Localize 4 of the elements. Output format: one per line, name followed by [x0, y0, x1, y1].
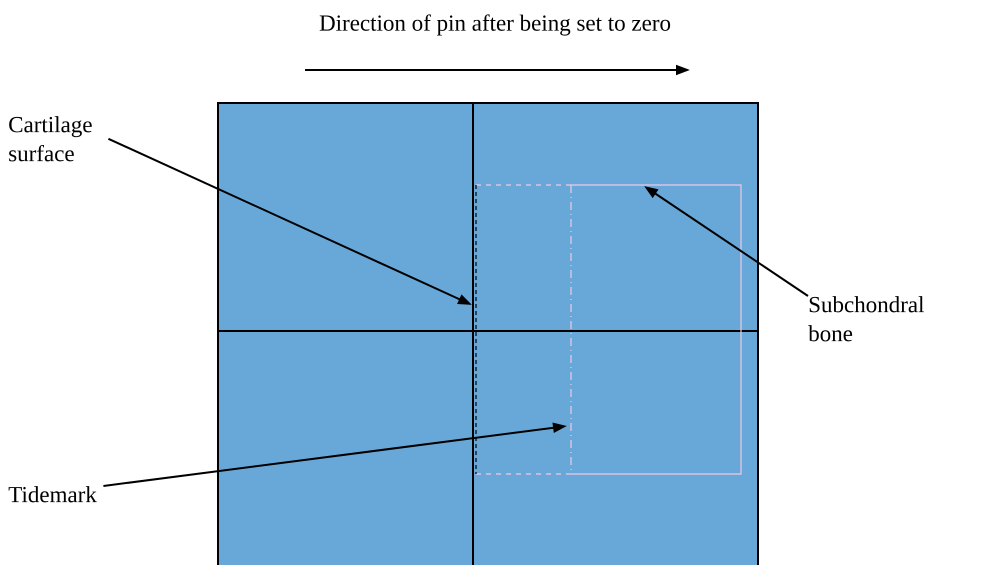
- callout-label: Cartilage surface: [9, 116, 92, 162]
- callout-label: Tidemark: [8, 486, 97, 502]
- heading: Direction of pin after being set to zero: [320, 14, 670, 36]
- callout-label: Subchondral bone: [808, 296, 924, 342]
